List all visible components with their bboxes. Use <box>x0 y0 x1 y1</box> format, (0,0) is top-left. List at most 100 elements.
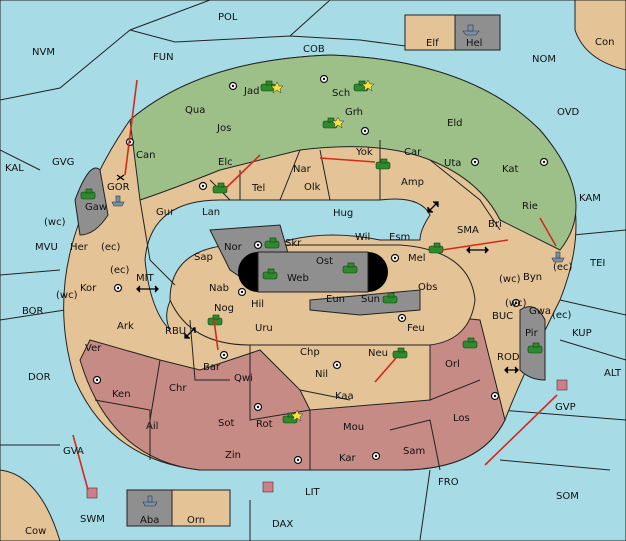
svg-text:SWM: SWM <box>80 514 105 525</box>
svg-text:Ver: Ver <box>85 343 102 354</box>
svg-text:Grh: Grh <box>345 107 363 118</box>
svg-text:Feu: Feu <box>407 323 425 334</box>
svg-text:(ec): (ec) <box>101 242 121 253</box>
svg-text:BOR: BOR <box>22 306 44 317</box>
svg-text:Sap: Sap <box>194 252 213 263</box>
tank-icon <box>80 188 96 200</box>
svg-text:Neu: Neu <box>368 348 388 359</box>
svg-text:Chr: Chr <box>169 383 187 394</box>
svg-text:Kaa: Kaa <box>335 391 354 402</box>
svg-text:Rot: Rot <box>256 419 273 430</box>
star-icon <box>270 81 284 94</box>
svg-text:Ark: Ark <box>117 321 134 332</box>
svg-text:Byn: Byn <box>523 272 542 283</box>
svg-text:Elf: Elf <box>426 38 439 49</box>
svg-text:Sun: Sun <box>361 294 380 305</box>
ship-icon <box>462 24 480 36</box>
ship-icon <box>551 251 565 263</box>
svg-text:Pir: Pir <box>525 328 539 339</box>
svg-text:Sam: Sam <box>403 446 425 457</box>
svg-text:Aba: Aba <box>140 515 159 526</box>
svg-text:KAM: KAM <box>579 193 601 204</box>
province-pir[interactable] <box>519 306 546 381</box>
move-arrow <box>441 239 509 251</box>
svg-text:(ec): (ec) <box>110 265 130 276</box>
svg-text:Obs: Obs <box>418 282 437 293</box>
svg-text:NVM: NVM <box>32 47 55 58</box>
province-orn[interactable] <box>171 489 231 527</box>
svg-text:Eld: Eld <box>447 118 462 129</box>
svg-text:Bar: Bar <box>203 362 221 373</box>
svg-text:(wc): (wc) <box>505 298 527 309</box>
svg-text:GVA: GVA <box>63 446 84 457</box>
svg-text:FRO: FRO <box>438 477 459 488</box>
svg-text:Kat: Kat <box>502 164 519 175</box>
ship-icon <box>556 379 568 391</box>
svg-text:RBU: RBU <box>165 326 186 337</box>
svg-text:KAL: KAL <box>5 163 24 174</box>
coast-labels: (wc) (ec) (ec) (wc) (ec) (wc) (wc) (ec) <box>44 217 573 321</box>
svg-text:Amp: Amp <box>401 177 424 188</box>
ship-icon <box>111 195 125 207</box>
svg-text:Elc: Elc <box>218 157 233 168</box>
svg-text:(wc): (wc) <box>44 217 66 228</box>
svg-text:Kar: Kar <box>339 453 357 464</box>
supply-centers <box>92 74 549 465</box>
svg-text:Car: Car <box>404 147 422 158</box>
svg-text:SMA: SMA <box>457 225 479 236</box>
svg-text:COB: COB <box>303 44 325 55</box>
move-arrow <box>124 79 138 176</box>
svg-text:SOM: SOM <box>556 491 579 502</box>
svg-text:Orn: Orn <box>187 515 205 526</box>
svg-text:GVP: GVP <box>555 402 576 413</box>
double-arrow-icons <box>116 174 519 374</box>
svg-text:Sot: Sot <box>218 418 234 429</box>
svg-text:Chp: Chp <box>300 347 320 358</box>
ship-icon <box>262 481 274 493</box>
svg-text:(wc): (wc) <box>56 290 78 301</box>
svg-text:Gur: Gur <box>156 207 175 218</box>
tank-icon <box>527 342 543 354</box>
province-gaw[interactable] <box>74 167 109 236</box>
svg-text:Hel: Hel <box>466 38 482 49</box>
move-arrow <box>72 434 89 491</box>
svg-text:Los: Los <box>453 413 470 424</box>
svg-text:Nor: Nor <box>224 242 243 253</box>
svg-text:Bri: Bri <box>488 219 502 230</box>
svg-text:DOR: DOR <box>28 372 51 383</box>
svg-text:Orl: Orl <box>445 359 460 370</box>
province-labels: POL NVM FUN COB NOM Con Elf Hel OVD KAL … <box>5 12 622 537</box>
red-region <box>79 314 506 471</box>
svg-text:NOM: NOM <box>532 54 556 65</box>
move-arrow <box>213 319 219 351</box>
svg-text:Qua: Qua <box>185 105 205 116</box>
tank-icon <box>375 158 391 170</box>
svg-text:Rie: Rie <box>522 201 538 212</box>
svg-text:Tel: Tel <box>251 183 265 194</box>
svg-text:Nog: Nog <box>214 303 234 314</box>
tank-icon <box>264 237 280 249</box>
green-region <box>129 54 577 251</box>
svg-text:MIT: MIT <box>136 273 155 284</box>
tank-icon <box>382 292 398 304</box>
svg-text:GVG: GVG <box>52 157 74 168</box>
svg-text:Her: Her <box>70 242 89 253</box>
svg-text:Gwa: Gwa <box>529 306 551 317</box>
move-arrow <box>374 357 397 383</box>
svg-text:Nab: Nab <box>209 283 229 294</box>
svg-text:MVU: MVU <box>35 242 58 253</box>
svg-text:Hil: Hil <box>251 299 264 310</box>
svg-text:Sch: Sch <box>332 88 350 99</box>
move-arrow <box>319 157 376 163</box>
svg-text:TEI: TEI <box>589 258 605 269</box>
star-icons <box>270 79 375 422</box>
star-icon <box>290 409 304 422</box>
svg-text:Ost: Ost <box>316 256 333 267</box>
star-icon <box>361 79 375 92</box>
star-icon <box>331 116 345 129</box>
svg-text:Uru: Uru <box>255 323 273 334</box>
province-web[interactable] <box>257 251 369 293</box>
north-boundaries <box>0 0 421 200</box>
